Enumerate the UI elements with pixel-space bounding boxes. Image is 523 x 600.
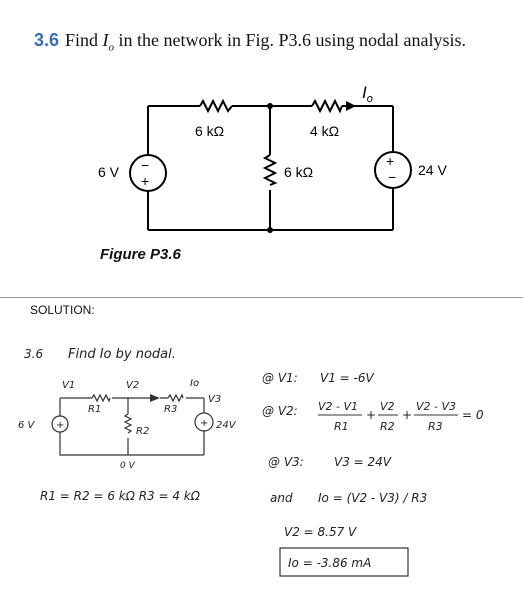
circuit-figure: − + + − 6 kΩ 4 kΩ 6 kΩ 6 V 24 V Io bbox=[98, 83, 447, 233]
hand-eq4: Io = (V2 - V3) / R3 bbox=[318, 491, 427, 505]
svg-text:−: − bbox=[141, 157, 149, 173]
hand-eq2-plus1: + bbox=[366, 408, 376, 422]
hand-problem-number: 3.6 bbox=[24, 347, 43, 361]
hand-r3: R3 bbox=[164, 404, 177, 415]
svg-text:+: + bbox=[200, 418, 208, 429]
label-current: Io bbox=[362, 83, 373, 105]
hand-eq2-plus2: + bbox=[402, 408, 412, 422]
label-r3: 6 kΩ bbox=[284, 164, 313, 180]
hand-eq5: V2 = 8.57 V bbox=[284, 525, 357, 539]
label-r1: 6 kΩ bbox=[195, 123, 224, 139]
hand-answer: Io = -3.86 mA bbox=[288, 556, 371, 570]
problem-text-before: Find bbox=[65, 30, 103, 50]
figure-caption: Figure P3.6 bbox=[100, 246, 181, 263]
hand-eq1: V1 = -6V bbox=[320, 371, 374, 385]
hand-ground: 0 V bbox=[120, 461, 136, 471]
problem-variable-sub: o bbox=[108, 41, 115, 54]
svg-text:+: + bbox=[386, 153, 394, 169]
resistor-4k-top bbox=[311, 98, 343, 114]
hand-eq1-at: @ V1: bbox=[262, 371, 298, 385]
hand-eq2-t1-num: V2 - V1 bbox=[318, 400, 358, 413]
hand-v2: V2 bbox=[126, 380, 139, 391]
hand-eq2-at: @ V2: bbox=[262, 404, 298, 418]
svg-text:+: + bbox=[141, 173, 149, 189]
hand-eq3-at: @ V3: bbox=[268, 455, 304, 469]
hand-heading: Find Io by nodal. bbox=[68, 347, 176, 362]
hand-eq2-t3-num: V2 - V3 bbox=[416, 400, 456, 413]
svg-text:−: − bbox=[388, 169, 396, 185]
voltage-source-6v bbox=[129, 154, 167, 192]
hand-eq2-zero: = 0 bbox=[462, 408, 484, 422]
hand-eq3: V3 = 24V bbox=[334, 455, 392, 469]
label-source-left: 6 V bbox=[98, 164, 120, 180]
hand-eq2-t2-num: V2 bbox=[380, 400, 395, 413]
hand-circuit-sketch bbox=[51, 393, 214, 456]
hand-eq2-t3-den: R3 bbox=[428, 420, 443, 433]
answer-box bbox=[279, 547, 409, 577]
hand-r2: R2 bbox=[136, 426, 149, 437]
voltage-source-24v bbox=[374, 151, 412, 189]
hand-resistor-values: R1 = R2 = 6 kΩ R3 = 4 kΩ bbox=[40, 489, 201, 503]
current-arrow bbox=[346, 101, 356, 111]
hand-r1: R1 bbox=[88, 404, 101, 415]
hand-v1: V1 bbox=[62, 380, 75, 391]
problem-number: 3.6 bbox=[34, 30, 60, 50]
label-source-right: 24 V bbox=[418, 162, 447, 178]
hand-eq2-t1-den: R1 bbox=[334, 420, 349, 433]
hand-io: Io bbox=[190, 378, 199, 389]
node-top-middle bbox=[267, 103, 273, 109]
resistor-6k-middle bbox=[262, 154, 278, 186]
hand-v3: V3 bbox=[208, 394, 221, 405]
hand-and: and bbox=[270, 491, 293, 505]
label-r2: 4 kΩ bbox=[310, 123, 339, 139]
hand-src-right: 24V bbox=[216, 420, 237, 431]
section-divider bbox=[0, 297, 523, 298]
resistor-6k-top bbox=[199, 98, 233, 114]
hand-src-left: 6 V bbox=[18, 420, 36, 431]
hand-eq2-t2-den: R2 bbox=[380, 420, 395, 433]
svg-text:+: + bbox=[56, 420, 64, 431]
node-bottom-middle bbox=[267, 227, 273, 233]
handwritten-solution: 3.6 Find Io by nodal. + + V1 V2 Io V3 R1… bbox=[18, 347, 484, 577]
problem-text-after: in the network in Fig. P3.6 using nodal … bbox=[114, 30, 467, 50]
solution-label: SOLUTION: bbox=[30, 303, 95, 317]
problem-variable: I bbox=[102, 30, 109, 50]
